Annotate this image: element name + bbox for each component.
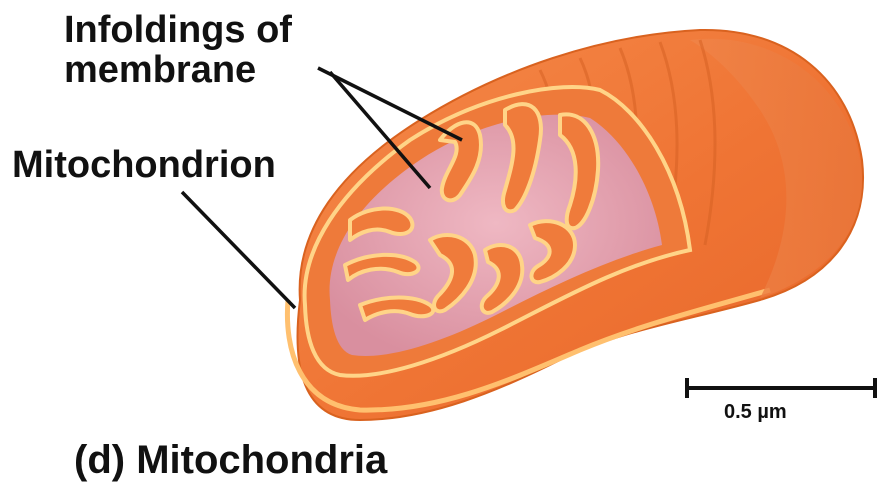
- infoldings-label-line1: Infoldings of: [64, 10, 292, 50]
- mitochondrion-label: Mitochondrion: [12, 146, 276, 184]
- scale-bar: [687, 378, 875, 398]
- figure-caption: (d) Mitochondria: [74, 440, 387, 480]
- leader-line-infolding-1: [318, 68, 462, 140]
- infoldings-label-line2: membrane: [64, 50, 292, 90]
- scale-bar-label: 0.5 µm: [724, 402, 787, 422]
- leader-line-mitochondrion: [182, 192, 295, 308]
- infoldings-label: Infoldings of membrane: [64, 10, 292, 90]
